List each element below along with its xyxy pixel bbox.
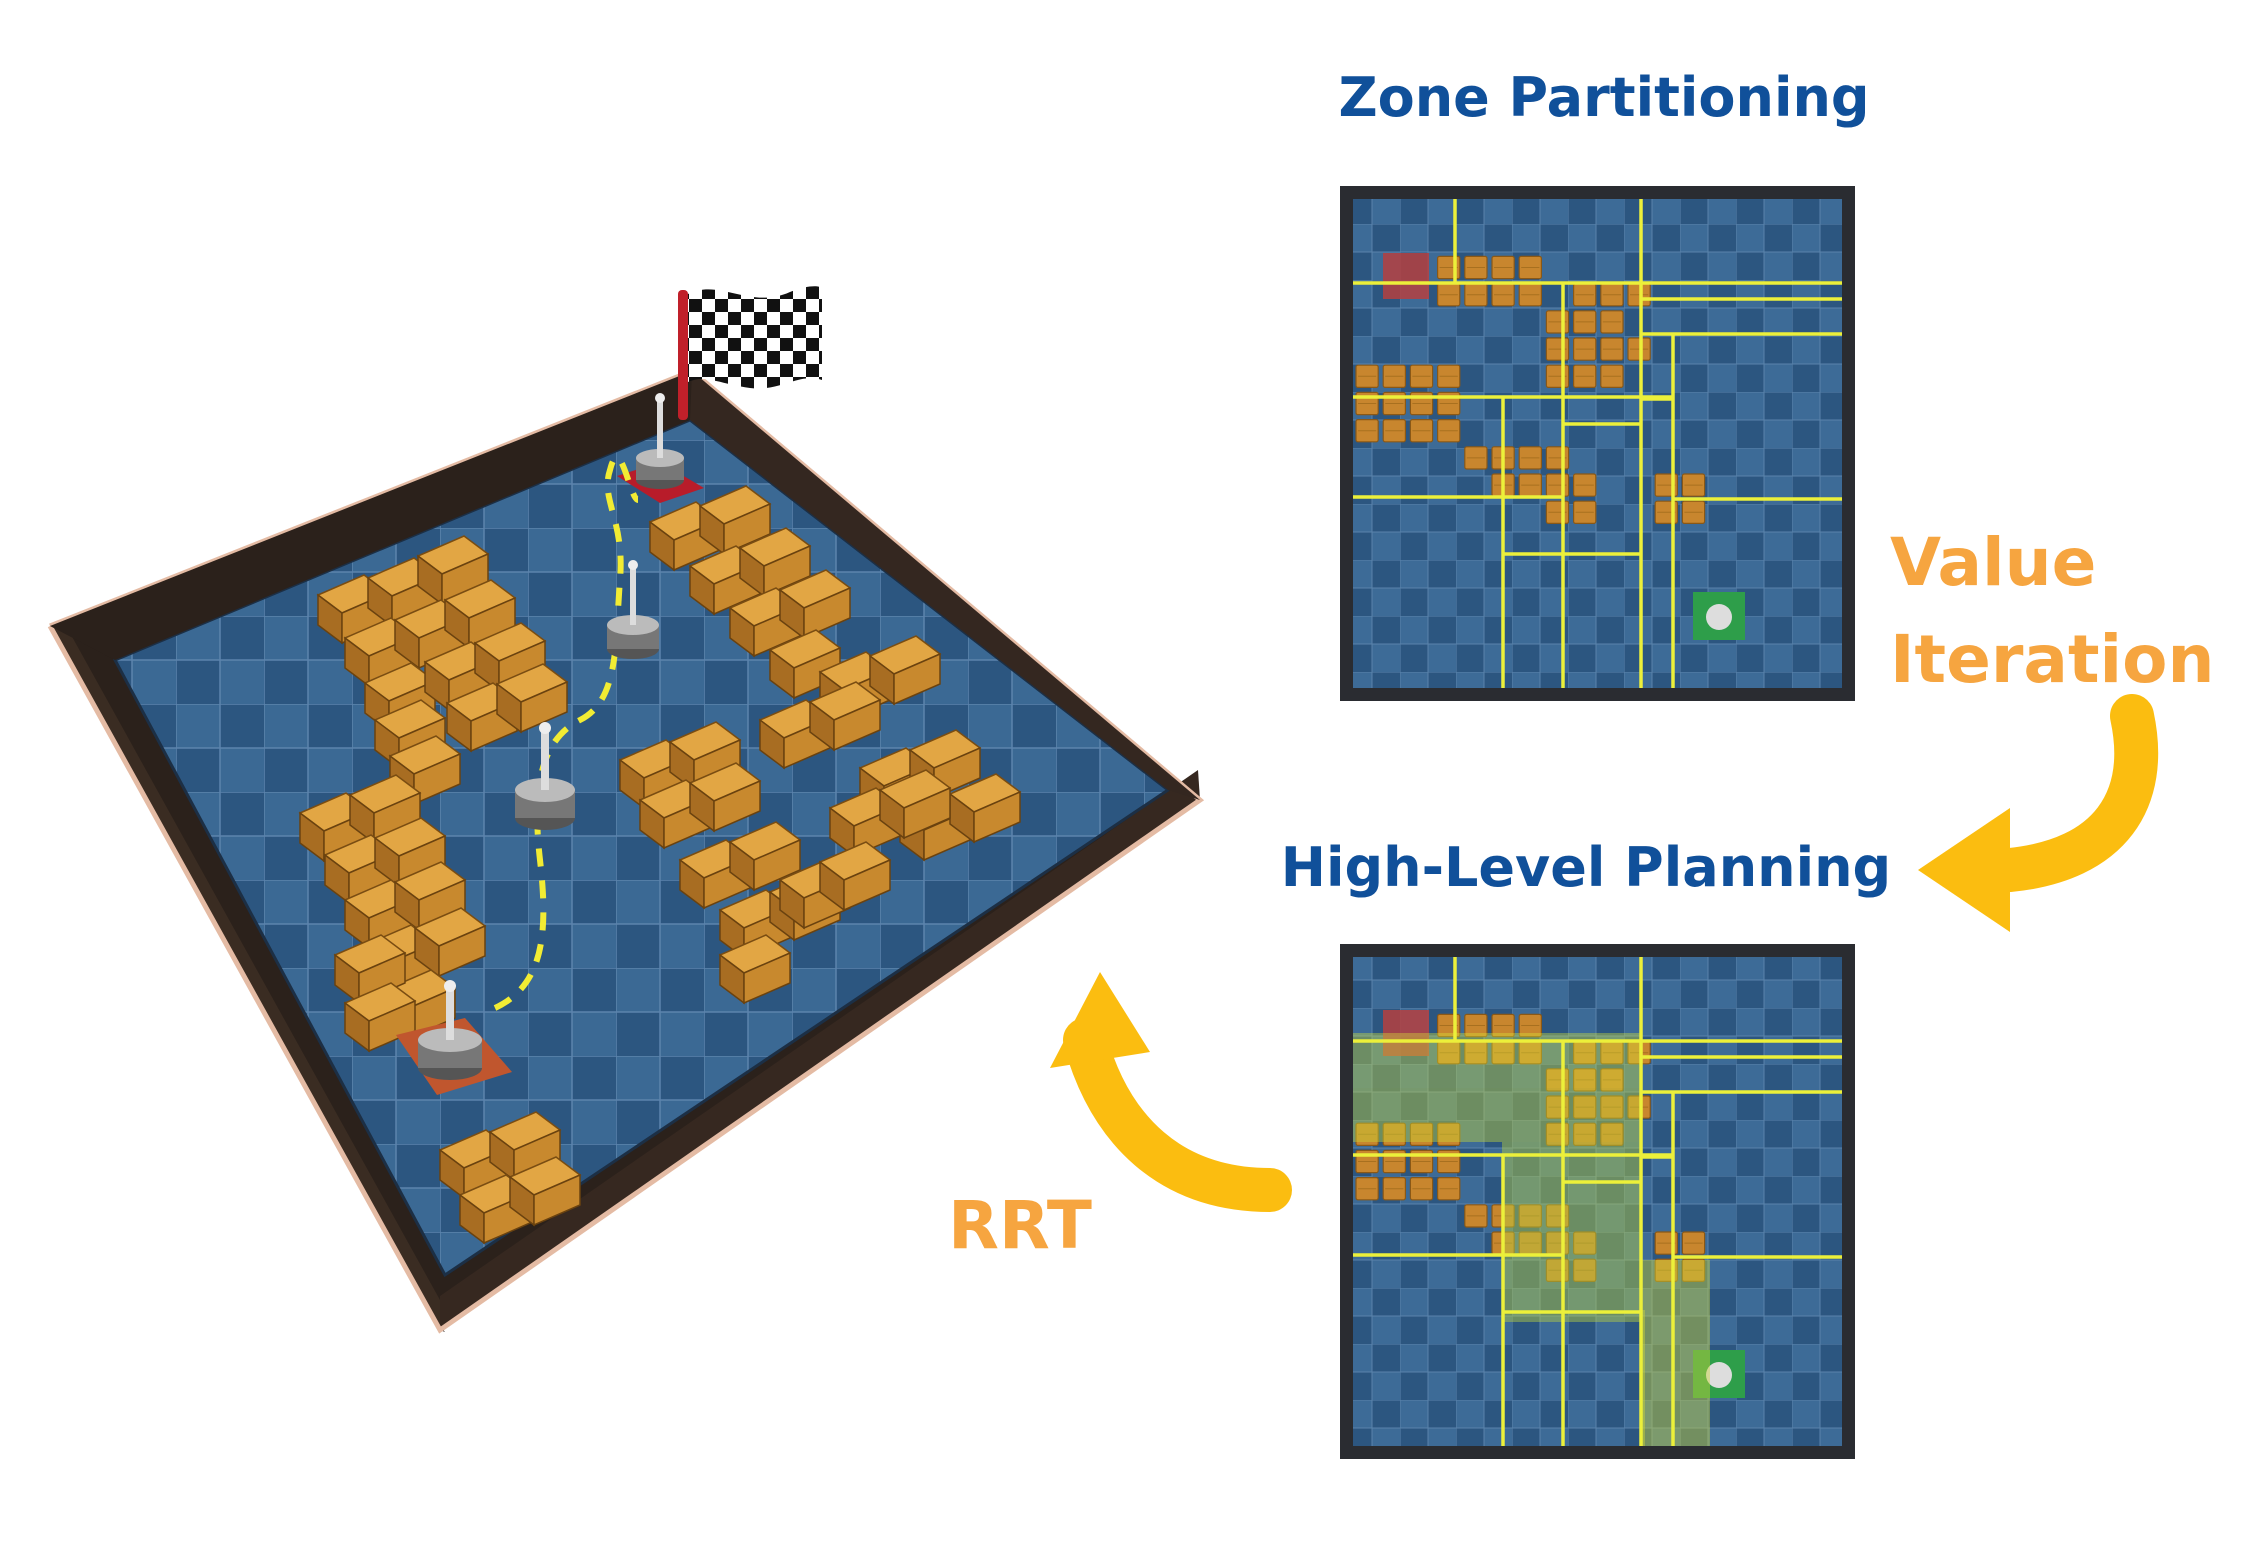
crate-3d: [508, 1156, 582, 1227]
robot-icon: [1706, 604, 1732, 630]
crate-3d: [808, 681, 882, 752]
warehouse-3d-view: [47, 286, 1205, 1334]
zone-map: [1340, 186, 1855, 701]
start-cell: [1383, 1010, 1429, 1056]
crate-3d: [495, 663, 569, 734]
robot-icon: [607, 560, 659, 659]
value-iteration-label-line1: Value: [1890, 524, 2096, 601]
warehouse-wall-front: [440, 770, 1200, 1330]
zone-lines: [1353, 957, 1842, 1446]
crate-3d: [868, 635, 942, 706]
rrt-label: RRT: [948, 1187, 1092, 1264]
crate-3d: [818, 841, 892, 912]
planning-map-floor: [1353, 957, 1842, 1446]
checkered-flag-icon: [678, 286, 822, 420]
high-level-planning-title: High-Level Planning: [1281, 836, 1891, 899]
crate-3d: [373, 817, 447, 888]
curved-arrow-icon: [1918, 694, 2159, 932]
crate-3d: [348, 774, 422, 845]
crates-3d: [298, 485, 1022, 1245]
crate-3d: [393, 861, 467, 932]
planned-zones: [1353, 1033, 1710, 1446]
crate-3d: [728, 821, 802, 892]
value-iteration-label-line2: Iteration: [1890, 621, 2214, 698]
robot-icon: [418, 980, 482, 1080]
crate-3d: [738, 527, 812, 598]
curved-arrow-icon: [1050, 972, 1292, 1212]
zone-map-floor: [1353, 199, 1842, 688]
crate-3d: [343, 982, 417, 1053]
robot-icon: [1706, 1362, 1732, 1388]
planning-map: [1340, 944, 1855, 1459]
warehouse-floor: [50, 371, 1200, 1278]
crate-3d: [488, 1111, 562, 1182]
robot-path: [493, 455, 640, 1011]
robot-icon: [636, 393, 684, 489]
crate-3d: [948, 773, 1022, 844]
crate-3d: [413, 907, 487, 978]
crate-3d: [778, 569, 852, 640]
crate-3d: [768, 629, 842, 700]
crate-3d: [718, 934, 792, 1005]
crate-3d: [416, 535, 490, 606]
zone-lines: [1353, 199, 1842, 688]
crate-3d: [688, 762, 762, 833]
zone-partitioning-title: Zone Partitioning: [1338, 66, 1869, 129]
crate-3d: [878, 769, 952, 840]
start-cell: [1383, 253, 1429, 299]
crate-3d: [698, 485, 772, 556]
robot-icon: [515, 722, 575, 830]
crate-3d: [443, 579, 517, 650]
